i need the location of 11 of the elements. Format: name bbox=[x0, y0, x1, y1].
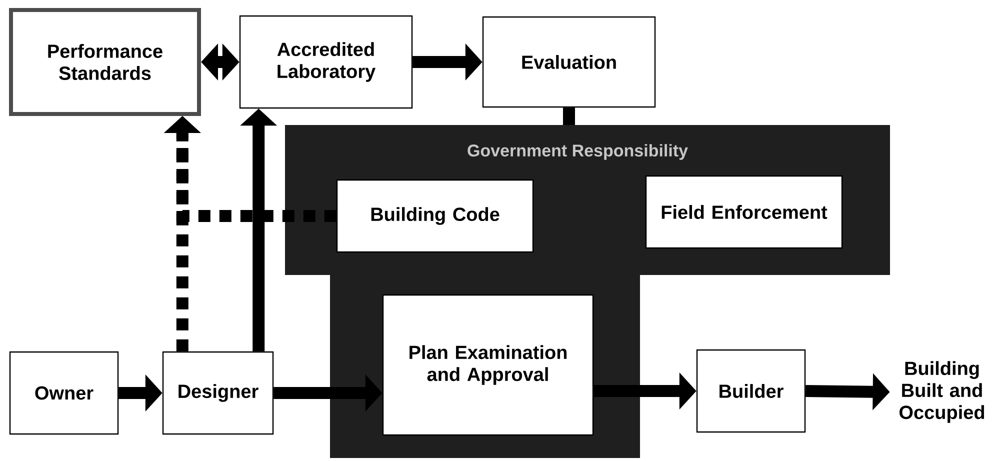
outcome-text: Building Built and Occupied bbox=[890, 352, 994, 432]
connector-bar bbox=[563, 108, 575, 125]
process-box: Accredited Laboratory bbox=[239, 15, 413, 109]
process-box: Plan Examination and Approval bbox=[382, 294, 594, 436]
process-box: Evaluation bbox=[482, 16, 656, 108]
process-box: Owner bbox=[9, 351, 119, 435]
process-box: Designer bbox=[162, 351, 274, 435]
process-box: Building Code bbox=[336, 179, 534, 253]
process-box: Field Enforcement bbox=[645, 175, 843, 249]
process-box: Performance Standards bbox=[9, 8, 201, 116]
node-label: Government Responsibility bbox=[468, 144, 688, 160]
